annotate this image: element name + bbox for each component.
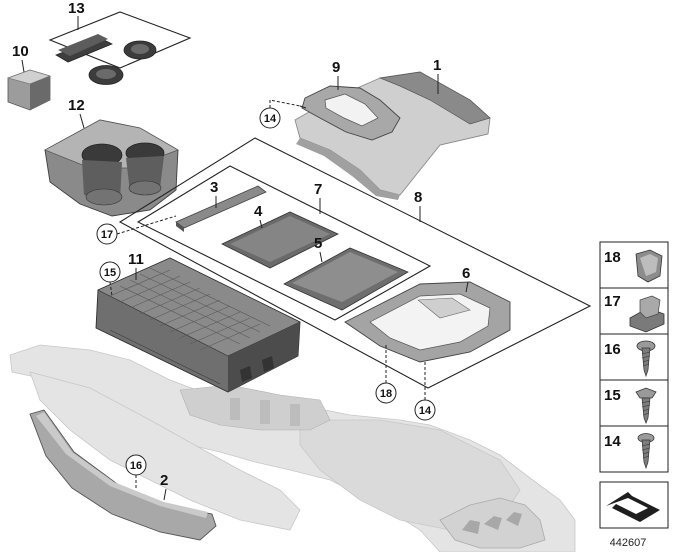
callout-10: 10 (12, 43, 29, 60)
part-11-module (95, 257, 301, 393)
svg-text:18: 18 (604, 249, 621, 266)
center-console-ghost (9, 344, 576, 552)
clip-nut-icon (629, 295, 665, 333)
legend-item-17: 17 (599, 287, 669, 335)
callout-13: 13 (68, 0, 85, 17)
part-4-mat (221, 211, 339, 269)
arrow-icon (606, 492, 660, 522)
fastener-legend: 18 17 16 15 (599, 241, 669, 529)
part-6-bezel (344, 281, 511, 363)
svg-text:14: 14 (604, 433, 621, 450)
clip-icon (635, 249, 663, 283)
callout-12: 12 (68, 97, 85, 114)
callout-7: 7 (314, 181, 322, 198)
svg-text:18: 18 (380, 388, 392, 400)
callout-8: 8 (414, 189, 422, 206)
legend-item-16: 16 (599, 333, 669, 381)
part-10-storage-box (6, 69, 52, 111)
callout-6: 6 (462, 265, 470, 282)
svg-text:17: 17 (604, 293, 621, 310)
callout-4: 4 (254, 203, 263, 220)
svg-text:14: 14 (264, 113, 277, 125)
callout-5: 5 (314, 235, 322, 252)
legend-item-14: 14 (599, 425, 669, 473)
svg-text:15: 15 (104, 267, 116, 279)
screw-icon (637, 433, 655, 470)
part-13-mats (48, 11, 192, 85)
frame-7 (136, 165, 432, 321)
part-5-mat (283, 247, 409, 311)
svg-text:16: 16 (130, 460, 142, 472)
svg-text:14: 14 (419, 405, 432, 417)
callout-2: 2 (160, 472, 168, 489)
svg-text:16: 16 (604, 341, 621, 358)
circle-callout-16: 16 (125, 454, 147, 476)
reference-number: 442607 (610, 537, 647, 549)
screw-icon (635, 387, 657, 424)
circle-callout-15: 15 (99, 261, 121, 283)
circle-callout-14-lower: 14 (414, 399, 436, 421)
callout-9: 9 (332, 59, 340, 76)
callout-3: 3 (210, 179, 218, 196)
circle-callout-17: 17 (96, 223, 118, 245)
frame-8 (118, 137, 592, 389)
callout-1: 1 (433, 57, 441, 74)
part-3-rail (175, 185, 267, 232)
screw-icon (636, 340, 656, 378)
circle-callout-14-upper: 14 (259, 107, 281, 129)
part-9-bezel (301, 85, 401, 141)
part-12-cup-holder (44, 119, 179, 217)
legend-item-18: 18 (599, 241, 669, 289)
part-2-side-trim (29, 409, 217, 541)
svg-text:17: 17 (101, 229, 113, 241)
svg-text:15: 15 (604, 387, 621, 404)
callout-11: 11 (128, 251, 144, 268)
circle-callout-18: 18 (375, 382, 397, 404)
legend-item-15: 15 (599, 379, 669, 427)
legend-item-arrow (599, 481, 669, 529)
